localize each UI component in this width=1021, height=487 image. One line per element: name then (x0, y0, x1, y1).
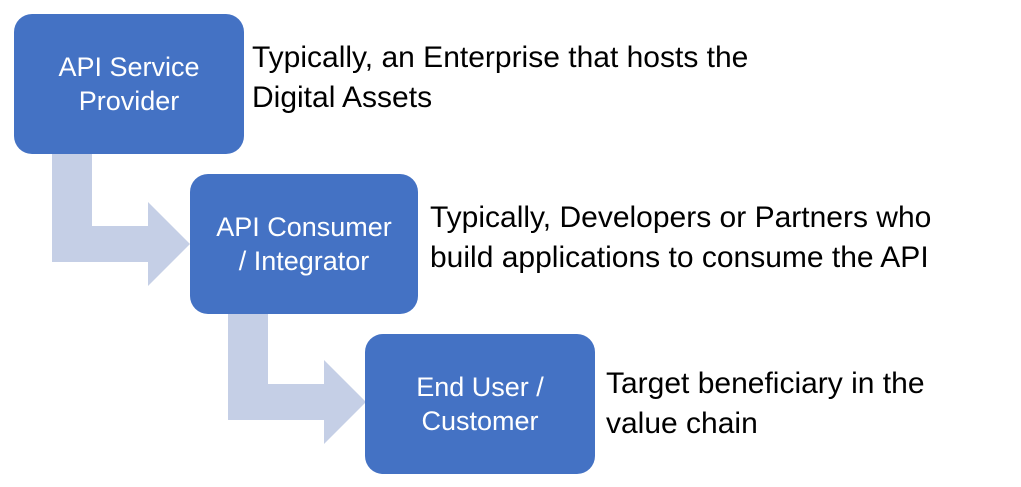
end-user-customer-box: End User / Customer (365, 334, 595, 474)
description-line: Digital Assets (252, 81, 433, 114)
api-consumer-integrator-description: Typically, Developers or Partners who bu… (430, 198, 931, 278)
api-consumer-integrator-box: API Consumer / Integrator (190, 174, 418, 314)
end-user-customer-description: Target beneficiary in the value chain (606, 364, 925, 444)
description-line: Typically, an Enterprise that hosts the (252, 41, 749, 74)
api-service-provider-box: API Service Provider (14, 14, 244, 154)
description-line: build applications to consume the API (430, 241, 929, 274)
box-label-line: Provider (78, 86, 180, 116)
description-line: Typically, Developers or Partners who (430, 201, 932, 234)
box-label-line: API Consumer (216, 212, 392, 242)
box-label-line: API Service (58, 52, 200, 82)
box-label-line: / Integrator (238, 246, 370, 276)
elbow-arrow-consumer-to-enduser (228, 314, 366, 444)
box-label-line: Customer (421, 406, 539, 436)
api-service-provider-description: Typically, an Enterprise that hosts the … (252, 38, 748, 118)
box-label-line: End User / (416, 372, 544, 402)
description-line: value chain (606, 407, 758, 440)
elbow-arrow-provider-to-consumer (52, 154, 190, 286)
description-line: Target beneficiary in the (606, 367, 925, 400)
